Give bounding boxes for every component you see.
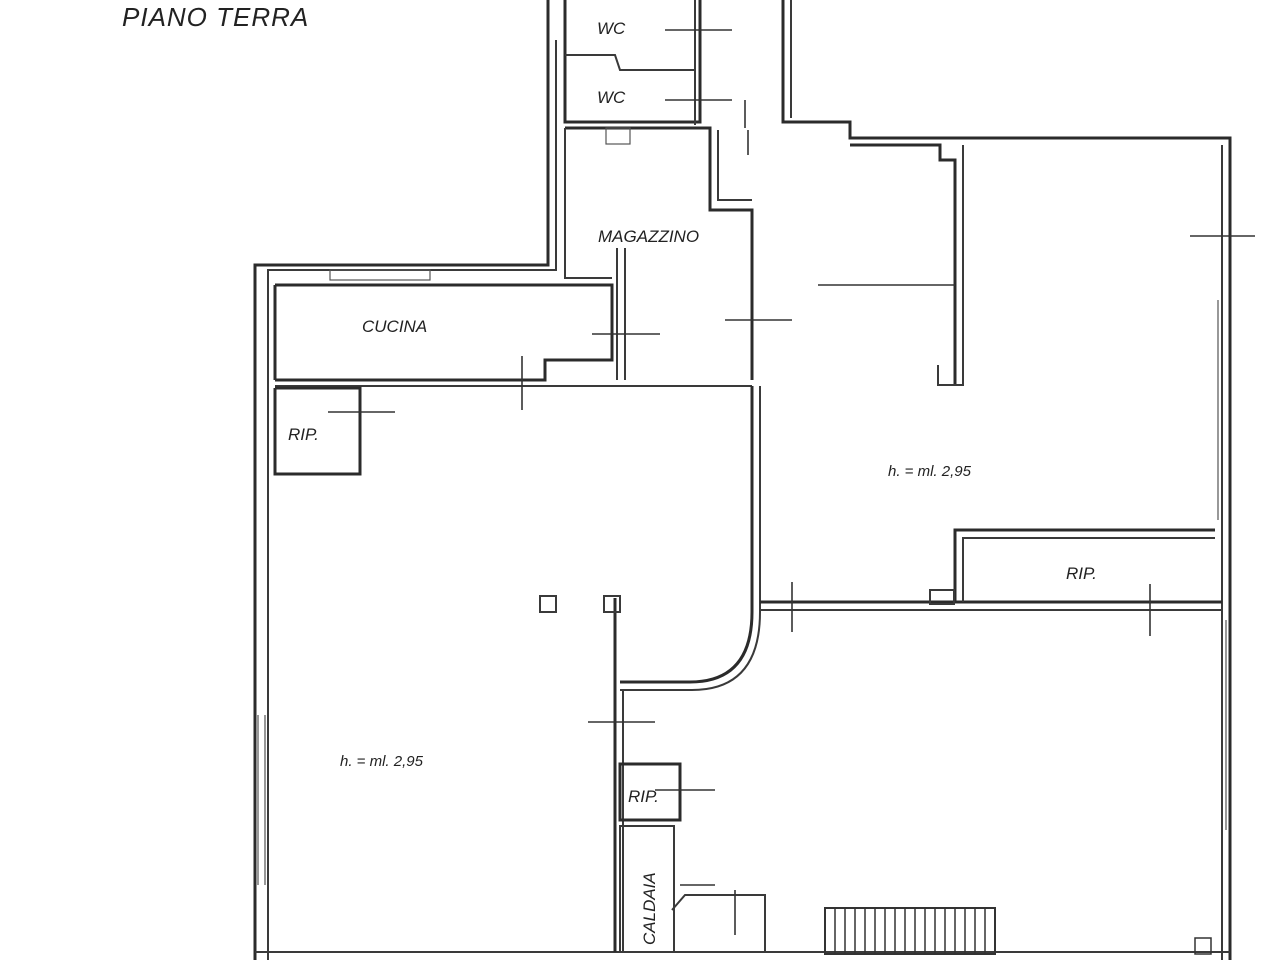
height-label-right: h. = ml. 2,95 <box>888 463 972 480</box>
outer-walls <box>253 0 1232 960</box>
height-label-left: h. = ml. 2,95 <box>340 753 424 770</box>
lower-right-partition <box>760 528 1222 636</box>
central-partition <box>539 386 761 952</box>
outer-window-marks <box>257 300 1227 885</box>
rip-left-label: RIP. <box>288 425 319 444</box>
cucina-walls <box>273 269 752 410</box>
upper-right-room-walls <box>717 130 1255 386</box>
caldaia-label: CALDAIA <box>640 872 659 945</box>
floor-title: PIANO TERRA <box>122 2 309 32</box>
rip-right-label: RIP. <box>1066 564 1097 583</box>
rip-left-walls <box>273 386 395 476</box>
rip-small-caldaia-walls <box>618 762 766 953</box>
magazzino-walls <box>564 126 792 380</box>
rip-small-label: RIP. <box>628 787 659 806</box>
wc-upper-label: WC <box>597 19 626 38</box>
wc-lower-label: WC <box>597 88 626 107</box>
magazzino-label: MAGAZZINO <box>598 227 699 246</box>
cucina-label: CUCINA <box>362 317 427 336</box>
staircase <box>824 907 1212 955</box>
wc-block <box>555 0 746 128</box>
